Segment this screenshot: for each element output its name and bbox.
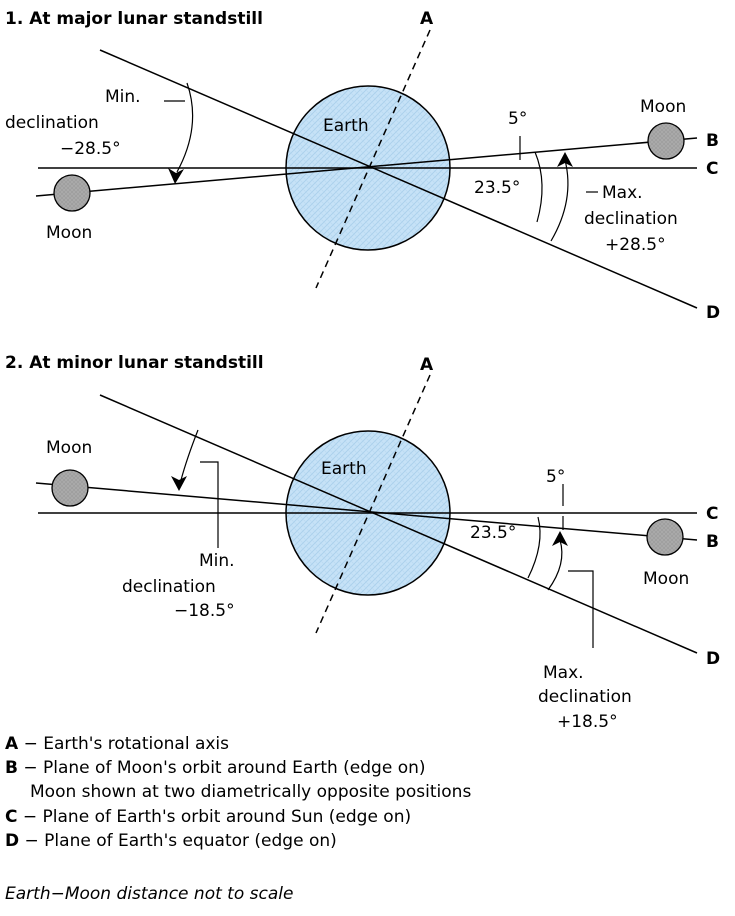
legend-item-a: A − Earth's rotational axis	[5, 734, 229, 754]
min-decl-value: −18.5°	[174, 601, 235, 621]
min-declination-arc	[176, 82, 194, 173]
max-decl-line2: declination	[538, 687, 632, 707]
line-label-c: C	[706, 159, 718, 179]
legend-text: Moon shown at two diametrically opposite…	[30, 782, 471, 802]
legend-key: A	[5, 734, 19, 754]
panel-minor-standstill: 2. At minor lunar standstill A Earth C D…	[5, 353, 720, 732]
min-declination-arrow	[171, 476, 187, 491]
legend-item-d: D − Plane of Earth's equator (edge on)	[5, 831, 337, 851]
line-label-c: C	[706, 504, 718, 524]
min-decl-line2: declination	[122, 577, 216, 597]
moon-left-label: Moon	[46, 438, 92, 458]
moon-left	[53, 174, 91, 212]
max-declination-arc	[547, 539, 563, 591]
legend-text: − Plane of Moon's orbit around Earth (ed…	[18, 758, 426, 778]
max-declination-arrow	[557, 152, 573, 167]
min-decl-line2: declination	[5, 113, 99, 133]
legend-text: − Plane of Earth's orbit around Sun (edg…	[17, 807, 411, 827]
max-declination-arrow	[552, 531, 568, 546]
tilt-arc	[534, 151, 543, 223]
max-decl-line1: Max.	[543, 663, 584, 683]
min-declination-arc	[180, 429, 199, 481]
legend-text: − Earth's rotational axis	[18, 734, 229, 754]
line-label-d: D	[706, 649, 720, 669]
min-declination-leader	[200, 461, 219, 548]
min-declination-arrow	[168, 168, 184, 184]
panel-major-standstill: 1. At major lunar standstill A Earth C D…	[5, 9, 720, 323]
moon-left	[51, 469, 89, 507]
moon-left-label: Moon	[46, 223, 92, 243]
max-decl-value: +28.5°	[605, 235, 666, 255]
legend-key: B	[5, 758, 18, 778]
legend-item-b: B − Plane of Moon's orbit around Earth (…	[5, 758, 426, 778]
max-declination-leader	[568, 570, 594, 648]
moon-right	[646, 518, 684, 556]
earth-label: Earth	[323, 116, 369, 136]
min-decl-line1: Min.	[199, 551, 235, 571]
legend-item-b-note: Moon shown at two diametrically opposite…	[30, 782, 471, 802]
min-decl-value: −28.5°	[60, 139, 121, 159]
footnote: Earth−Moon distance not to scale	[5, 884, 293, 904]
panel-title: 2. At minor lunar standstill	[5, 353, 264, 373]
max-decl-line2: declination	[584, 209, 678, 229]
tilt-label: 23.5°	[474, 178, 520, 198]
max-declination-arc	[550, 159, 569, 242]
inclination-label: 5°	[508, 109, 527, 129]
min-decl-line1: Min.	[105, 87, 141, 107]
moon-orbit-line-b	[35, 482, 698, 541]
legend: A − Earth's rotational axis B − Plane of…	[5, 734, 471, 851]
line-label-b: B	[706, 532, 719, 552]
inclination-label: 5°	[546, 467, 565, 487]
equator-line-d	[99, 394, 698, 654]
moon-right-label: Moon	[640, 97, 686, 117]
legend-item-c: C − Plane of Earth's orbit around Sun (e…	[5, 807, 411, 827]
line-label-d: D	[706, 303, 720, 323]
tilt-arc	[527, 516, 541, 579]
max-decl-line1: Max.	[602, 183, 643, 203]
tilt-label: 23.5°	[470, 523, 516, 543]
legend-text: − Plane of Earth's equator (edge on)	[19, 831, 337, 851]
moon-right	[647, 122, 685, 160]
line-label-b: B	[706, 131, 719, 151]
moon-right-label: Moon	[643, 569, 689, 589]
equator-line-d	[99, 49, 698, 309]
axis-label-a: A	[420, 9, 434, 29]
earth-label: Earth	[321, 459, 367, 479]
panel-title: 1. At major lunar standstill	[5, 9, 263, 29]
axis-label-a: A	[420, 355, 434, 375]
legend-key: C	[5, 807, 17, 827]
max-decl-value: +18.5°	[557, 712, 618, 732]
moon-orbit-line-b	[35, 137, 698, 197]
legend-key: D	[5, 831, 19, 851]
